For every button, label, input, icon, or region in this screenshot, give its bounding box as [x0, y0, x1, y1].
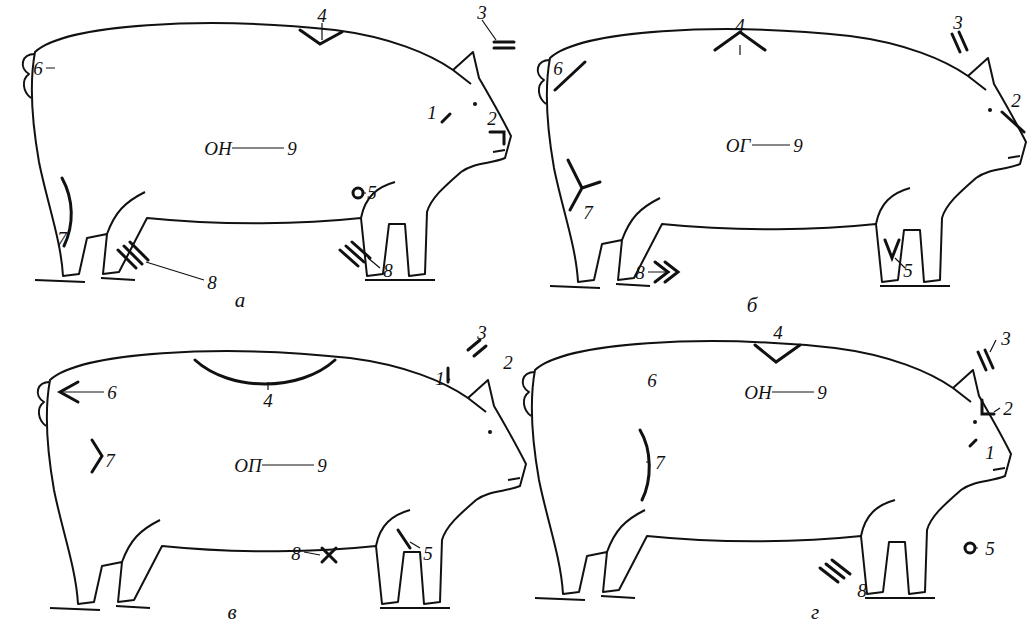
callout-label: 8	[857, 581, 867, 600]
callout-label: 6	[647, 371, 657, 390]
callout-label: 6	[553, 59, 563, 78]
marks-d	[640, 340, 1000, 582]
panel-letter: б	[747, 295, 758, 316]
marks-b	[555, 32, 1024, 282]
callout-label: 8	[635, 263, 645, 282]
callout-label: 7	[105, 451, 115, 470]
callout-label: 9	[287, 139, 297, 158]
callout-label: 8	[383, 261, 393, 280]
callout-label: 7	[655, 453, 665, 472]
panel-letter: в	[227, 602, 236, 623]
callout-label: 8	[207, 273, 217, 292]
callout-label: 9	[317, 456, 327, 475]
callout-label: 4	[773, 323, 783, 342]
callout-label: 3	[953, 13, 963, 32]
callout-label: 9	[817, 383, 827, 402]
callout-label: 4	[317, 6, 327, 25]
callout-label: 2	[503, 353, 513, 372]
panel-letter: г	[811, 602, 819, 623]
callout-label: 1	[435, 369, 445, 388]
callout-label: 3	[477, 3, 487, 22]
callout-label: 4	[735, 16, 745, 35]
marks-a	[46, 20, 514, 280]
callout-label: 3	[477, 323, 487, 342]
callout-label: 1	[985, 443, 995, 462]
callout-label: 5	[367, 183, 377, 202]
pig-b	[538, 29, 1026, 288]
pig-a	[23, 23, 511, 282]
callout-label: 6	[107, 383, 117, 402]
callout-label: 6	[33, 59, 43, 78]
callout-label: ОН	[744, 383, 771, 402]
callout-label: ОП	[234, 456, 261, 475]
callout-label: 2	[487, 109, 497, 128]
callout-label: 5	[903, 261, 913, 280]
callout-label: 1	[427, 103, 437, 122]
callout-label: ОН	[204, 139, 231, 158]
callout-label: ОГ	[726, 136, 751, 155]
callout-label: 3	[1001, 329, 1011, 348]
callout-label: 8	[291, 544, 301, 563]
pig-c	[38, 351, 526, 610]
callout-label: 4	[263, 391, 273, 410]
callout-label: 2	[1011, 91, 1021, 110]
pig-d	[523, 341, 1011, 600]
callout-label: 2	[1003, 399, 1013, 418]
panel-letter: а	[235, 290, 246, 311]
callout-label: 5	[985, 539, 995, 558]
callout-label: 9	[793, 136, 803, 155]
marks-c	[60, 340, 486, 562]
callout-label: 7	[57, 229, 67, 248]
callout-label: 7	[583, 203, 593, 222]
callout-label: 5	[423, 544, 433, 563]
